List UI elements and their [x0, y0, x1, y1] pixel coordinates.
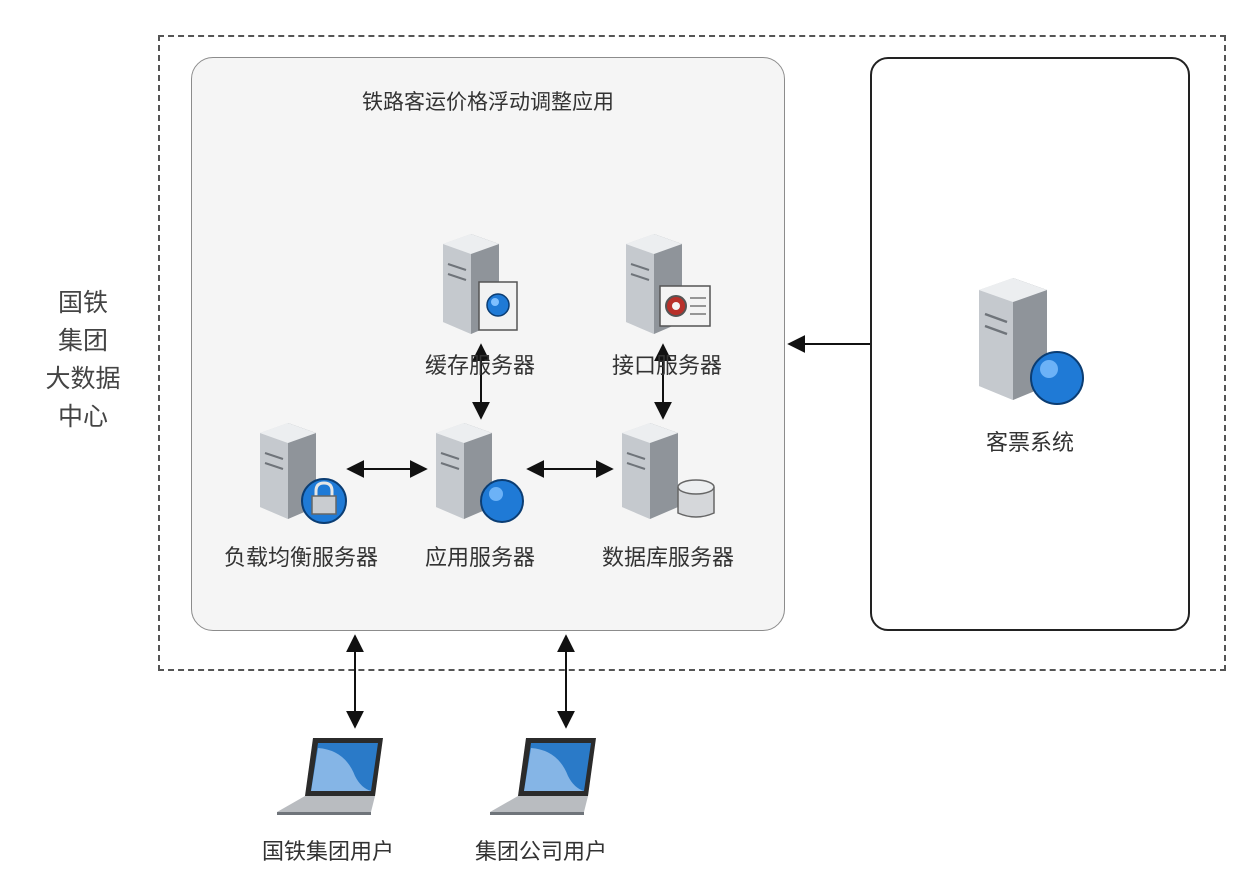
group-user-label: 国铁集团用户 [261, 840, 395, 865]
server-lock-icon [260, 423, 347, 524]
zone-label-line4: 中心 [57, 402, 108, 431]
server-document-icon [443, 234, 518, 334]
laptop-icon [490, 738, 596, 815]
ticket-system-server-icon [979, 278, 1084, 405]
zone-label-line2: 集团 [57, 326, 108, 355]
db-server-label: 数据库服务器 [601, 546, 735, 571]
zone-label: 国铁 集团 大数据 中心 [30, 284, 136, 436]
big-data-center-zone [158, 35, 1226, 671]
server-globe-icon [436, 423, 524, 523]
zone-label-line3: 大数据 [45, 364, 121, 393]
cache-server-label: 缓存服务器 [424, 354, 536, 379]
interface-server-label: 接口服务器 [611, 354, 723, 379]
ticket-system-container [870, 57, 1190, 631]
server-gear-icon [626, 234, 711, 334]
laptop-icon [277, 738, 383, 815]
load-balancer-label: 负载均衡服务器 [223, 546, 379, 571]
company-user-label: 集团公司用户 [474, 840, 608, 865]
app-title: 铁路客运价格浮动调整应用 [362, 90, 614, 114]
app-server-label: 应用服务器 [424, 546, 536, 571]
ticket-system-label: 客票系统 [985, 431, 1075, 456]
zone-label-line1: 国铁 [57, 288, 108, 317]
server-database-icon [622, 423, 715, 519]
